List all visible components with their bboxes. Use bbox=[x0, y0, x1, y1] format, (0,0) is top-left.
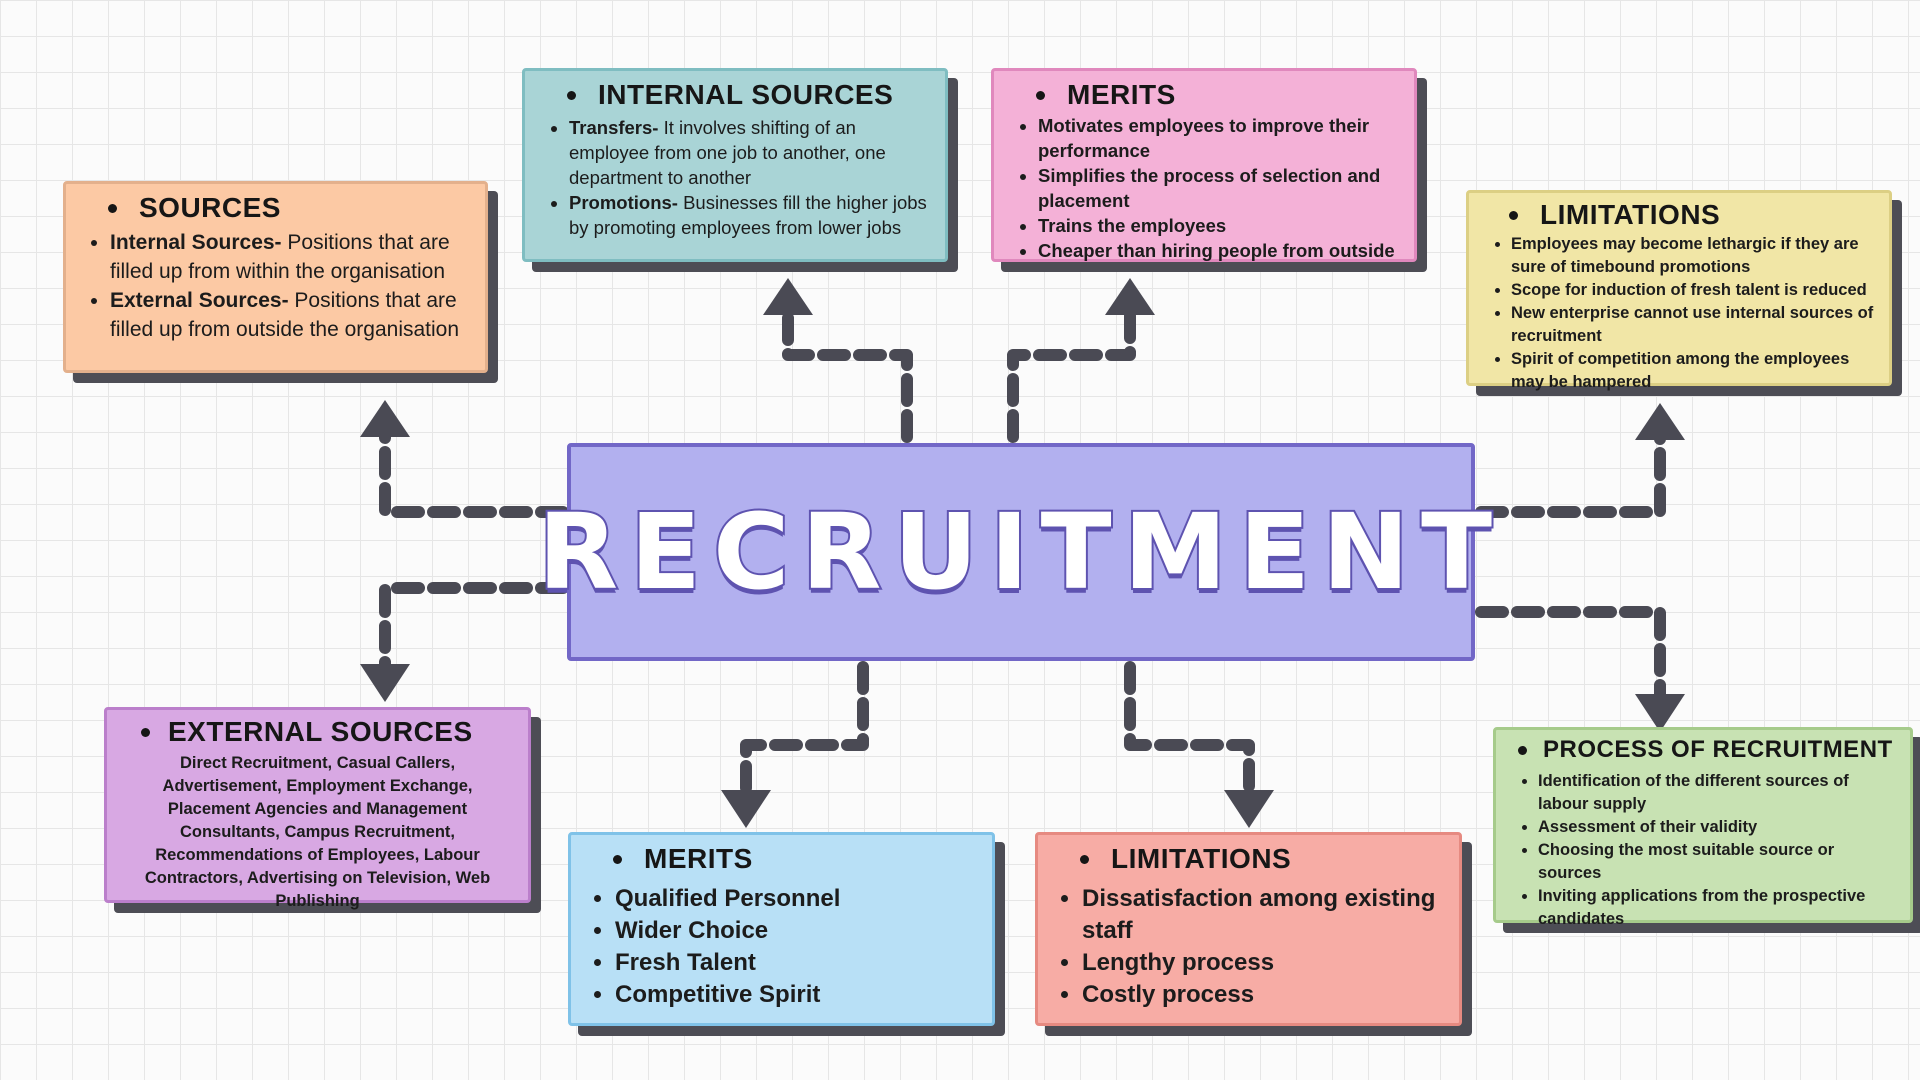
list-item: Assessment of their validity bbox=[1538, 816, 1900, 839]
recruitment-center-box: RECRUITMENT bbox=[536, 443, 1494, 661]
arrow-to-external-sources bbox=[379, 582, 569, 681]
process-card: PROCESS OF RECRUITMENT Identification of… bbox=[1493, 727, 1913, 928]
bullet-dot bbox=[567, 90, 576, 100]
center-title: RECRUITMENT bbox=[536, 489, 1505, 615]
arrowhead-up bbox=[1105, 278, 1155, 315]
list-item: Wider Choice bbox=[615, 915, 980, 947]
arrow-to-process bbox=[1475, 606, 1666, 711]
bullet-dot bbox=[108, 203, 117, 213]
list-item: Promotions- Businesses fill the higher j… bbox=[569, 190, 933, 240]
arrowhead-down bbox=[360, 664, 410, 702]
bullet-dot bbox=[1036, 90, 1045, 100]
list-item: Dissatisfaction among existing staff bbox=[1082, 883, 1447, 947]
process-list: Identification of the different sources … bbox=[1506, 770, 1900, 931]
arrowhead-up bbox=[360, 400, 410, 437]
merits-external-card: MERITS Qualified Personnel Wider Choice … bbox=[568, 832, 995, 1026]
bullet-dot bbox=[1509, 210, 1518, 220]
list-item: Qualified Personnel bbox=[615, 883, 980, 915]
list-item: Scope for induction of fresh talent is r… bbox=[1511, 279, 1879, 302]
internal-sources-card: INTERNAL SOURCES Transfers- It involves … bbox=[522, 68, 948, 262]
bullet-dot bbox=[1518, 745, 1527, 755]
arrowhead-up bbox=[763, 278, 813, 315]
merits-internal-heading: MERITS bbox=[1067, 79, 1176, 110]
list-item: Cheaper than hiring people from outside bbox=[1038, 238, 1402, 263]
list-item: Employees may become lethargic if they a… bbox=[1511, 233, 1879, 279]
limitations-external-list: Dissatisfaction among existing staff Len… bbox=[1050, 883, 1447, 1011]
arrow-to-internal-sources bbox=[782, 294, 913, 443]
sources-card: SOURCES Internal Sources- Positions that… bbox=[63, 181, 488, 373]
list-item: Costly process bbox=[1082, 979, 1447, 1011]
external-sources-card: EXTERNAL SOURCES Direct Recruitment, Cas… bbox=[104, 707, 531, 910]
merits-external-heading: MERITS bbox=[644, 843, 753, 874]
list-item: New enterprise cannot use internal sourc… bbox=[1511, 302, 1879, 348]
arrow-to-merits-external bbox=[740, 661, 869, 806]
list-item: Transfers- It involves shifting of an em… bbox=[569, 115, 933, 190]
list-item: Internal Sources- Positions that are fil… bbox=[110, 228, 473, 286]
list-item: Simplifies the process of selection and … bbox=[1038, 163, 1402, 213]
list-item: Spirit of competition among the employee… bbox=[1511, 348, 1879, 394]
list-item: Choosing the most suitable source or sou… bbox=[1538, 839, 1900, 885]
arrowhead-down bbox=[1224, 790, 1274, 828]
arrowhead-down bbox=[1635, 694, 1685, 732]
merits-external-list: Qualified Personnel Wider Choice Fresh T… bbox=[583, 883, 980, 1011]
arrow-to-merits-internal bbox=[1007, 294, 1136, 443]
list-item: External Sources- Positions that are fil… bbox=[110, 286, 473, 344]
list-item: Identification of the different sources … bbox=[1538, 770, 1900, 816]
external-sources-text: Direct Recruitment, Casual Callers, Adve… bbox=[144, 754, 491, 910]
internal-sources-heading: INTERNAL SOURCES bbox=[598, 79, 894, 110]
arrow-to-limitations-external bbox=[1124, 661, 1255, 806]
arrowhead-down bbox=[721, 790, 771, 828]
sources-heading: SOURCES bbox=[139, 192, 281, 223]
limitations-internal-heading: LIMITATIONS bbox=[1540, 199, 1721, 230]
merits-internal-card: MERITS Motivates employees to improve th… bbox=[991, 68, 1417, 262]
limitations-external-heading: LIMITATIONS bbox=[1111, 843, 1292, 874]
merits-internal-list: Motivates employees to improve their per… bbox=[1006, 113, 1402, 263]
arrow-to-sources bbox=[379, 416, 569, 518]
list-item: Fresh Talent bbox=[615, 947, 980, 979]
limitations-internal-list: Employees may become lethargic if they a… bbox=[1479, 233, 1879, 394]
limitations-internal-card: LIMITATIONS Employees may become letharg… bbox=[1466, 190, 1892, 391]
list-item: Motivates employees to improve their per… bbox=[1038, 113, 1402, 163]
list-item: Competitive Spirit bbox=[615, 979, 980, 1011]
internal-sources-list: Transfers- It involves shifting of an em… bbox=[537, 115, 933, 240]
list-item: Inviting applications from the prospecti… bbox=[1538, 885, 1900, 931]
list-item: Lengthy process bbox=[1082, 947, 1447, 979]
arrow-to-limitations-internal bbox=[1475, 419, 1666, 518]
bullet-dot bbox=[1080, 854, 1089, 864]
process-heading: PROCESS OF RECRUITMENT bbox=[1543, 736, 1893, 763]
bullet-dot bbox=[613, 854, 622, 864]
arrowhead-up bbox=[1635, 403, 1685, 440]
limitations-external-card: LIMITATIONS Dissatisfaction among existi… bbox=[1035, 832, 1462, 1026]
sources-list: Internal Sources- Positions that are fil… bbox=[78, 228, 473, 344]
bullet-dot bbox=[141, 727, 150, 737]
external-sources-heading: EXTERNAL SOURCES bbox=[168, 716, 473, 747]
list-item: Trains the employees bbox=[1038, 213, 1402, 238]
